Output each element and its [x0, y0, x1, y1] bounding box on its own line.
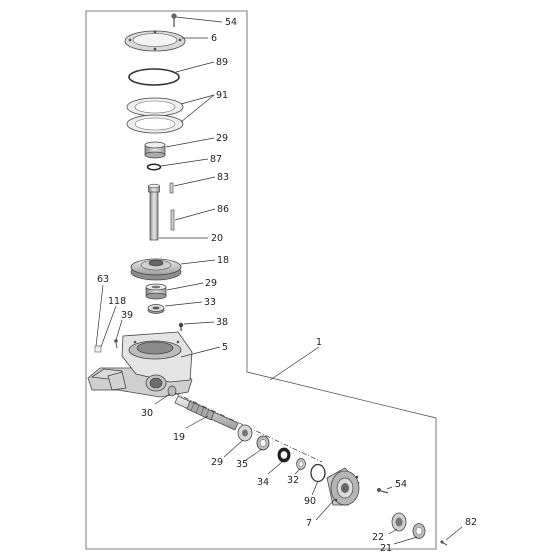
callout-33: 33 [204, 297, 216, 308]
callout-89: 89 [216, 57, 228, 68]
screw-54-top [171, 13, 177, 27]
screw-39 [114, 339, 118, 349]
bearing-29-middle [145, 283, 167, 300]
callout-20: 20 [211, 233, 223, 244]
callout-30: 30 [141, 408, 153, 419]
callout-63: 63 [97, 274, 109, 285]
shaft-20 [148, 183, 160, 241]
callout-19: 19 [173, 432, 185, 443]
callout-82: 82 [465, 517, 477, 528]
callout-1: 1 [316, 337, 322, 348]
screw-82 [440, 540, 448, 546]
callout-38: 38 [216, 317, 228, 328]
callout-5: 5 [222, 342, 228, 353]
callout-90: 90 [304, 496, 316, 507]
callout-118: 118 [108, 296, 126, 307]
callout-22: 22 [372, 532, 384, 543]
bearing-housing-7 [326, 467, 360, 506]
gear-18 [130, 258, 182, 281]
callout-54-top: 54 [225, 17, 237, 28]
seal-30 [167, 385, 177, 397]
bearing-29-lower [237, 424, 253, 442]
bearing-29-top [144, 141, 166, 159]
key-83 [169, 182, 174, 194]
leader-lines [95, 16, 463, 545]
callout-18: 18 [217, 255, 229, 266]
part-21 [412, 523, 426, 539]
callout-6: 6 [211, 33, 217, 44]
gaskets-91 [126, 97, 184, 134]
callout-32: 32 [287, 475, 299, 486]
callout-35: 35 [236, 459, 248, 470]
callout-83: 83 [217, 172, 229, 183]
callout-87: 87 [210, 154, 222, 165]
o-ring-89 [128, 68, 180, 86]
circlip-87 [146, 163, 162, 171]
plug-38 [178, 322, 184, 331]
washer-32 [296, 458, 306, 470]
callout-86: 86 [217, 204, 229, 215]
callout-labels: 54 6 89 91 29 87 83 86 20 18 29 33 38 63… [97, 17, 477, 554]
assembly-boundary [85, 10, 437, 550]
callout-54-lower: 54 [395, 479, 407, 490]
seal-33 [147, 304, 165, 314]
callout-21: 21 [380, 543, 392, 554]
cover-plate-6 [124, 30, 186, 52]
callout-34: 34 [257, 477, 269, 488]
key-86 [170, 209, 175, 231]
o-ring-90 [310, 463, 326, 483]
callout-91: 91 [216, 90, 228, 101]
part-22 [391, 512, 407, 532]
ring-35 [256, 435, 270, 451]
bearing-34 [277, 447, 291, 463]
callout-7: 7 [306, 518, 312, 529]
screw-54-lower [377, 488, 389, 494]
label-plate-118 [94, 345, 102, 353]
callout-29-lower: 29 [211, 457, 223, 468]
gearbox-housing-5 [87, 331, 193, 398]
callout-39: 39 [121, 310, 133, 321]
callout-29-top: 29 [216, 133, 228, 144]
callout-29-middle: 29 [205, 278, 217, 289]
worm-shaft-19 [174, 395, 239, 431]
